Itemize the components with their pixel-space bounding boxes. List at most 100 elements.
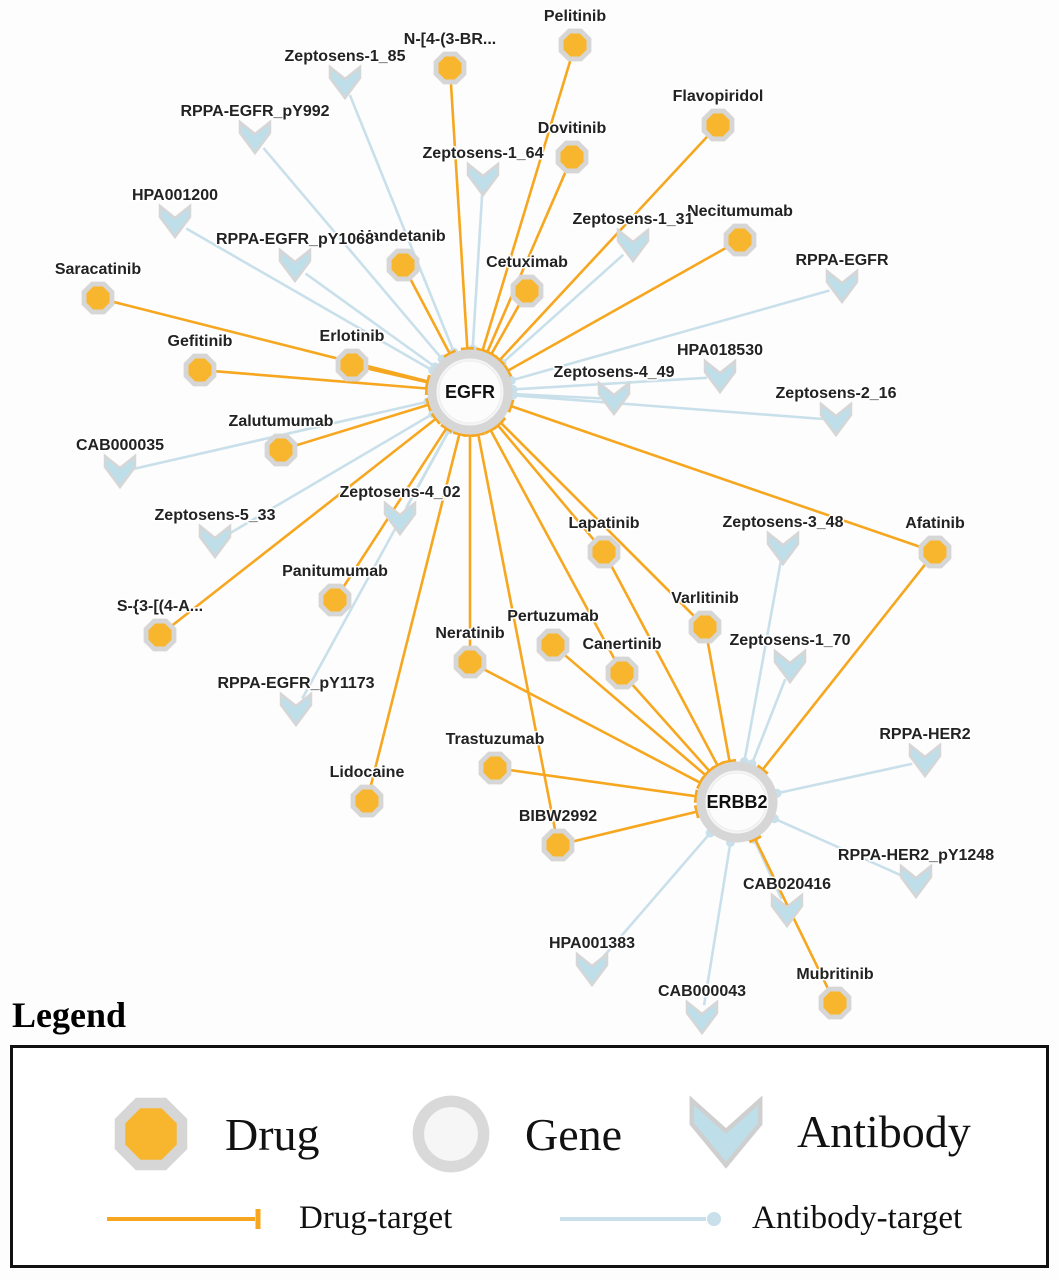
- tee-arrowhead: [502, 364, 513, 378]
- tee-arrowhead: [693, 804, 701, 819]
- node-label-n4-3br: N-[4-(3-BR...: [404, 31, 496, 48]
- tee-arrowhead: [484, 349, 498, 360]
- antibody-node-zeptosens-1-64: [466, 161, 500, 198]
- edge-erlotinib-egfr: [364, 366, 432, 390]
- drug-node-cetuximab: [510, 274, 544, 308]
- edge-s3-4a-egfr: [169, 412, 442, 629]
- drug-node-pelitinib: [558, 28, 592, 62]
- edge-trastuzumab-erbb2: [507, 768, 700, 803]
- drug-node-afatinib: [918, 535, 952, 569]
- node-label-flavopiridol: Flavopiridol: [673, 88, 764, 105]
- edge-afatinib-egfr: [506, 399, 924, 549]
- antibody-node-rppa-egfr: [825, 268, 859, 305]
- drug-node-varlitinib: [688, 610, 722, 644]
- drug-node-panitumumab: [318, 583, 352, 617]
- edge-rppa-egfr-py1173-egfr: [301, 425, 454, 700]
- drug-node-bibw2992: [541, 828, 575, 862]
- legend-item-drug: Drug: [103, 1086, 320, 1182]
- edge-bibw2992-egfr: [471, 431, 557, 833]
- edge-zeptosens-1-70-erbb2: [747, 678, 787, 769]
- drug-node-flavopiridol: [701, 108, 735, 142]
- node-label-bibw2992: BIBW2992: [519, 808, 597, 825]
- edge-cetuximab-egfr: [484, 301, 522, 360]
- node-label-varlitinib: Varlitinib: [671, 590, 739, 607]
- edge-neratinib-egfr: [463, 433, 477, 649]
- node-label-zalutumumab: Zalutumumab: [229, 413, 334, 430]
- edge-neratinib-erbb2: [480, 666, 706, 790]
- drug-target-edge-icon: [107, 1208, 261, 1229]
- edge-canertinib-egfr: [483, 425, 617, 663]
- drug-node-saracatinib: [81, 281, 115, 315]
- antibody-icon: [689, 1095, 763, 1169]
- gene-node-egfr: [427, 349, 513, 435]
- antibody-node-zeptosens-2-16: [819, 401, 853, 438]
- legend-item-drug-target: Drug-target: [105, 1200, 452, 1237]
- legend-title: Legend: [12, 995, 127, 1035]
- tee-arrowhead: [693, 789, 700, 803]
- drug-node-zalutumumab: [264, 433, 298, 467]
- node-label-necitumumab: Necitumumab: [687, 203, 793, 220]
- edge-rppa-her2-py1248-erbb2: [769, 814, 905, 878]
- antibody-target-edge-icon: [560, 1211, 721, 1226]
- drug-icon: [114, 1097, 188, 1171]
- drug-node-gefitinib: [183, 353, 217, 387]
- edge-n4-3br-egfr: [449, 80, 474, 352]
- node-label-zeptosens-5-33: Zeptosens-5_33: [155, 507, 276, 524]
- edge-varlitinib-erbb2: [706, 639, 737, 765]
- node-label-panitumumab: Panitumumab: [282, 563, 388, 580]
- node-label-pelitinib: Pelitinib: [544, 8, 606, 25]
- antibody-node-hpa018530: [703, 358, 737, 395]
- node-label-zeptosens-4-49: Zeptosens-4_49: [554, 364, 675, 381]
- node-label-cab020416: CAB020416: [743, 876, 831, 893]
- node-label-zeptosens-1-31: Zeptosens-1_31: [573, 211, 694, 228]
- edge-rppa-her2-erbb2: [772, 762, 913, 798]
- node-label-rppa-egfr-py992: RPPA-EGFR_pY992: [180, 103, 329, 120]
- edge-zeptosens-1-64-egfr: [468, 192, 484, 354]
- legend-gene-label: Gene: [525, 1108, 623, 1160]
- drug-node-mubritinib: [818, 986, 852, 1020]
- node-label-cab000035: CAB000035: [76, 437, 164, 454]
- node-label-zeptosens-3-48: Zeptosens-3_48: [723, 514, 844, 531]
- edge-zalutumumab-egfr: [293, 397, 433, 448]
- node-label-lidocaine: Lidocaine: [330, 764, 405, 781]
- node-label-zeptosens-4-02: Zeptosens-4_02: [340, 484, 461, 501]
- antibody-node-zeptosens-1-85: [328, 64, 362, 101]
- tee-arrowhead: [424, 375, 432, 390]
- drug-node-n4-3br: [433, 51, 467, 85]
- node-label-rppa-her2: RPPA-HER2: [879, 726, 970, 743]
- antibody-node-cab000035: [103, 453, 137, 490]
- edge-varlitinib-egfr: [494, 416, 697, 619]
- edge-cab000043-erbb2: [702, 837, 735, 1006]
- node-label-rppa-egfr: RPPA-EGFR: [795, 252, 888, 269]
- edge-necitumumab-egfr: [502, 245, 730, 378]
- tee-arrowhead: [748, 834, 762, 844]
- drug-node-dovitinib: [555, 140, 589, 174]
- gene-label-egfr: EGFR: [445, 382, 495, 402]
- node-label-gefitinib: Gefitinib: [168, 333, 233, 350]
- node-label-dovitinib: Dovitinib: [538, 120, 607, 137]
- legend-drug-label: Drug: [225, 1108, 320, 1160]
- node-label-zeptosens-1-70: Zeptosens-1_70: [730, 632, 851, 649]
- tee-arrowhead: [756, 764, 769, 776]
- node-label-trastuzumab: Trastuzumab: [446, 731, 545, 748]
- edge-vandetanib-egfr: [407, 275, 457, 359]
- node-layer: [81, 28, 952, 1036]
- drug-node-pertuzumab: [536, 628, 570, 662]
- node-label-cetuximab: Cetuximab: [486, 254, 568, 271]
- antibody-node-rppa-egfr-py1173: [279, 691, 313, 728]
- tee-arrowhead: [696, 776, 706, 790]
- antibody-node-hpa001383: [575, 951, 609, 988]
- tee-arrowhead: [460, 346, 474, 352]
- legend-item-antibody: Antibody: [681, 1086, 971, 1176]
- node-label-rppa-egfr-py1173: RPPA-EGFR_pY1173: [217, 675, 374, 692]
- gene-label-erbb2: ERBB2: [706, 792, 767, 812]
- node-label-pertuzumab: Pertuzumab: [507, 608, 599, 625]
- legend-drug-target-label: Drug-target: [299, 1200, 453, 1236]
- antibody-node-zeptosens-4-49: [597, 380, 631, 417]
- antibody-node-cab000043: [685, 999, 719, 1036]
- node-label-rppa-egfr-py1068: RPPA-EGFR_pY1068: [216, 231, 374, 248]
- edge-pelitinib-egfr: [475, 57, 573, 355]
- node-label-afatinib: Afatinib: [905, 515, 965, 532]
- edge-layer: [110, 57, 928, 1006]
